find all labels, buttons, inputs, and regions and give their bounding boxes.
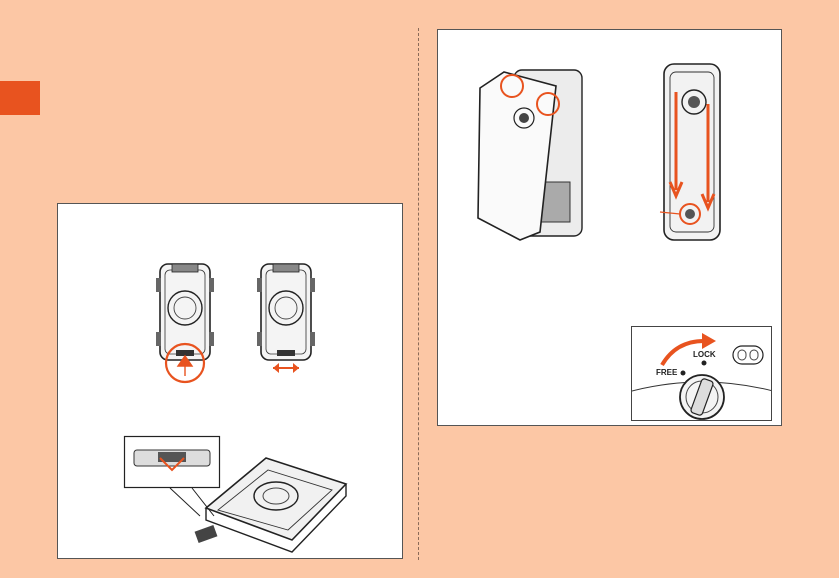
lock-label: LOCK	[693, 350, 716, 359]
phone-open-illustration	[196, 448, 356, 552]
section-tab-marker	[0, 81, 40, 115]
phone-back-arrows-illustration	[650, 62, 730, 244]
double-arrow-icon	[271, 362, 301, 374]
lock-knob-icon	[632, 367, 772, 421]
circle-highlight-icon	[162, 342, 208, 384]
vent-icon	[732, 345, 764, 365]
dot-marker	[701, 360, 707, 366]
battery-cover-illustration	[474, 62, 586, 242]
phone-back-illustration	[251, 262, 321, 362]
column-divider	[418, 28, 419, 560]
lock-dial-inset: FREE LOCK	[631, 326, 772, 421]
